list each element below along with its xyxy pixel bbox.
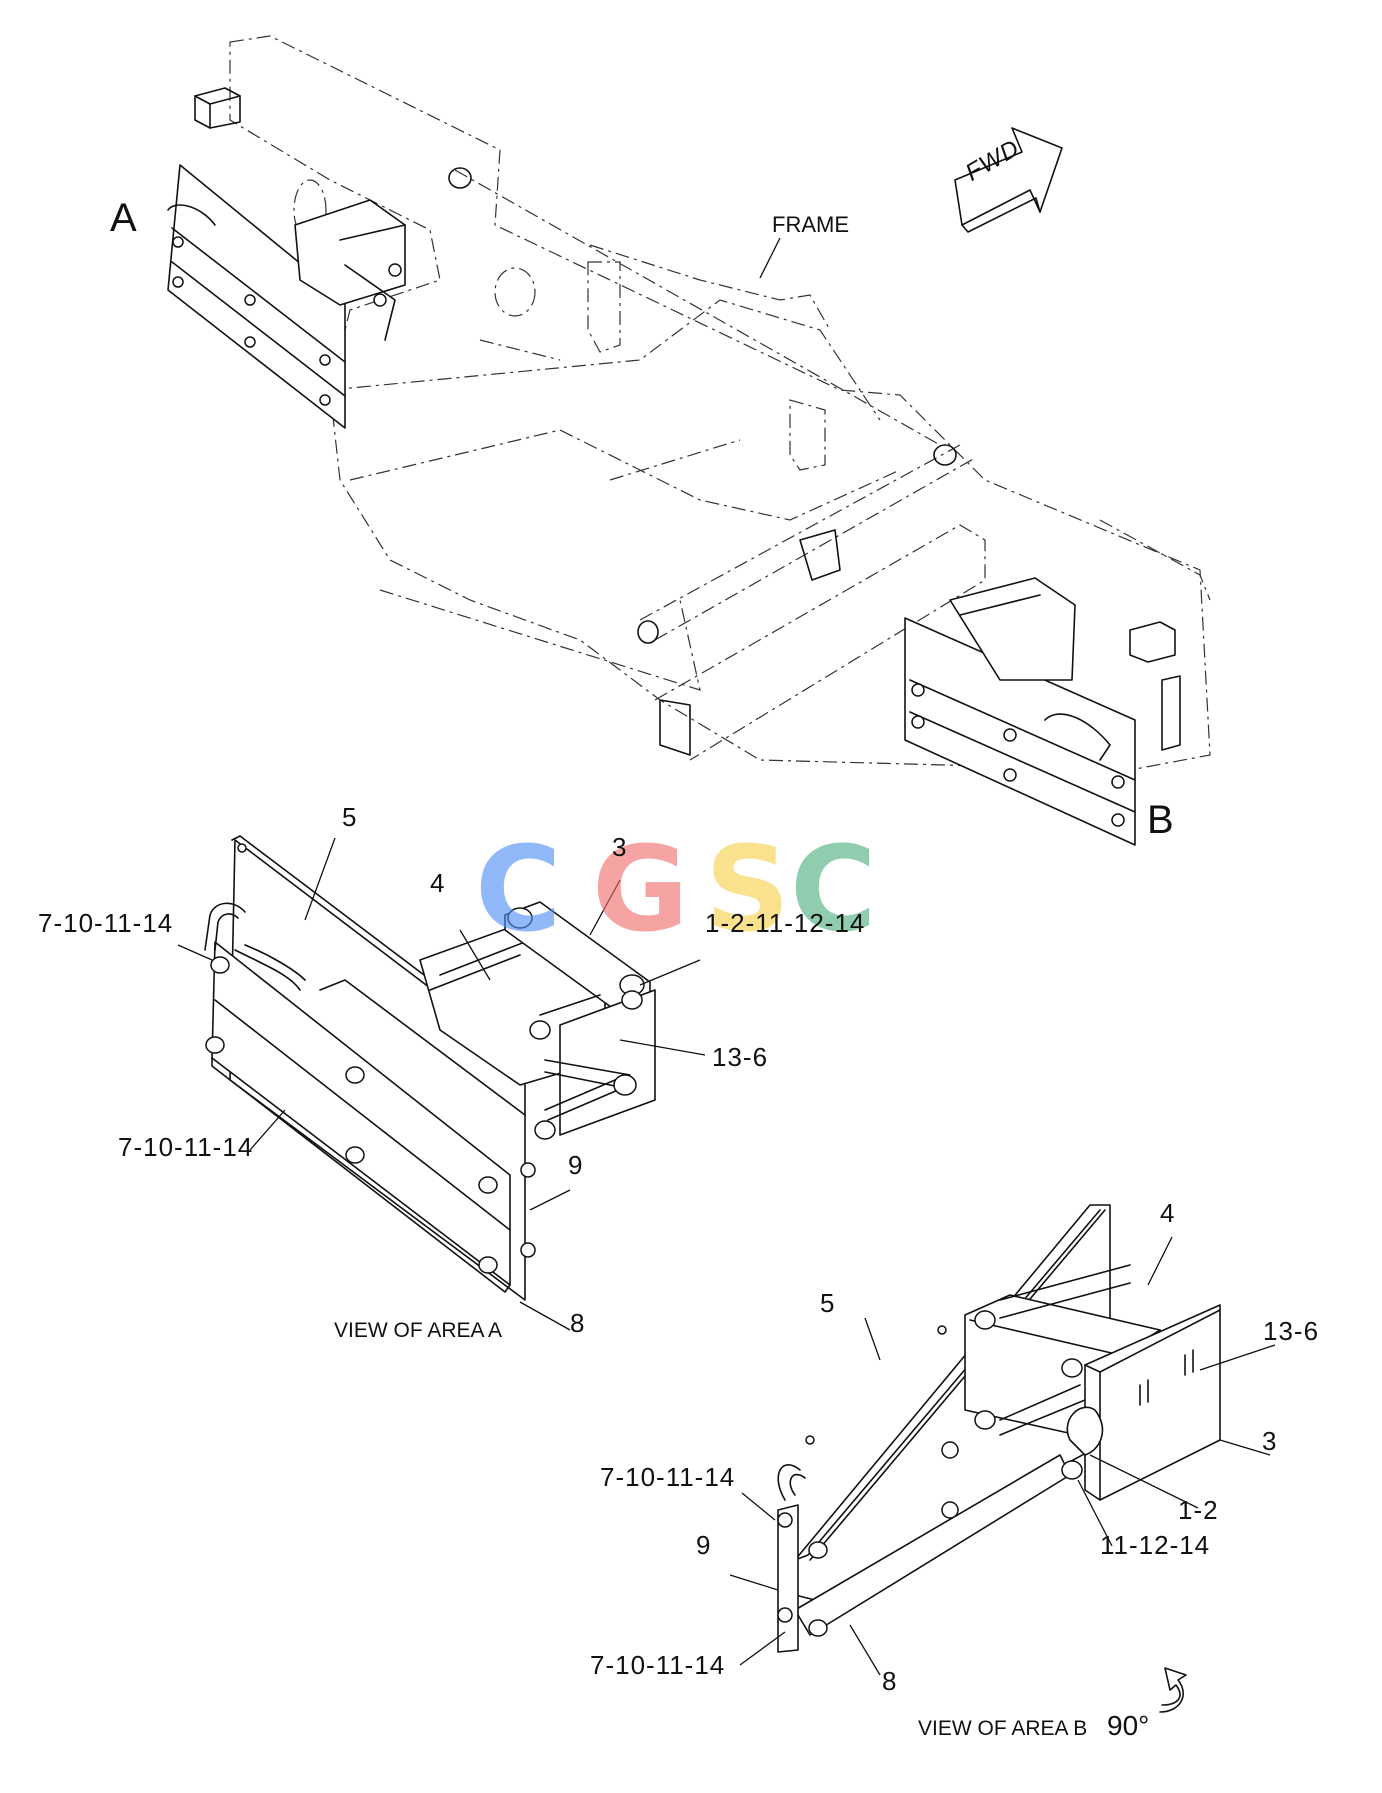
callout-a-9: 9 — [568, 1150, 584, 1180]
callout-b-5: 5 — [820, 1288, 836, 1318]
rotation-label: 90° — [1107, 1710, 1150, 1741]
view-a-caption: VIEW OF AREA A — [334, 1319, 503, 1342]
callout-b-7-10-11-14-bottom: 7-10-11-14 — [590, 1650, 726, 1680]
callout-b-4: 4 — [1160, 1198, 1176, 1228]
rotation-arrow — [1159, 1667, 1187, 1713]
mount-b-overview — [904, 577, 1136, 846]
callout-a-7-10-11-14-top: 7-10-11-14 — [38, 908, 174, 938]
watermark-letter: S — [705, 820, 790, 958]
callout-b-11-12-14: 11-12-14 — [1100, 1530, 1211, 1560]
view-marker-b: B — [1147, 798, 1174, 842]
view-b-caption: VIEW OF AREA B — [918, 1717, 1088, 1740]
view-a-drawing — [177, 835, 706, 1331]
frame-label: FRAME — [772, 212, 849, 237]
view-marker-a: A — [110, 196, 137, 240]
callout-b-9: 9 — [696, 1530, 712, 1560]
callout-a-5: 5 — [342, 802, 358, 832]
frame-overview — [167, 35, 1211, 846]
callout-a-3: 3 — [612, 832, 628, 862]
callout-a-8: 8 — [570, 1308, 586, 1338]
callout-a-7-10-11-14-bottom: 7-10-11-14 — [118, 1132, 254, 1162]
callout-a-13-6: 13-6 — [712, 1042, 769, 1072]
callout-b-3: 3 — [1262, 1426, 1278, 1456]
watermark-letter: C — [475, 820, 562, 958]
callout-b-8: 8 — [882, 1666, 898, 1696]
callout-b-7-10-11-14-top: 7-10-11-14 — [600, 1462, 736, 1492]
callout-a-1-2-11-12-14: 1-2-11-12-14 — [705, 908, 866, 938]
callout-a-4: 4 — [430, 868, 446, 898]
callout-b-1-2: 1-2 — [1178, 1495, 1219, 1525]
callout-b-13-6: 13-6 — [1263, 1316, 1320, 1346]
view-b-drawing — [729, 1204, 1276, 1713]
mount-a-overview — [167, 164, 406, 429]
frame-block — [194, 87, 241, 129]
fwd-arrow — [954, 127, 1063, 226]
watermark-letter: G — [592, 820, 689, 958]
watermark-letter: C — [790, 820, 877, 958]
